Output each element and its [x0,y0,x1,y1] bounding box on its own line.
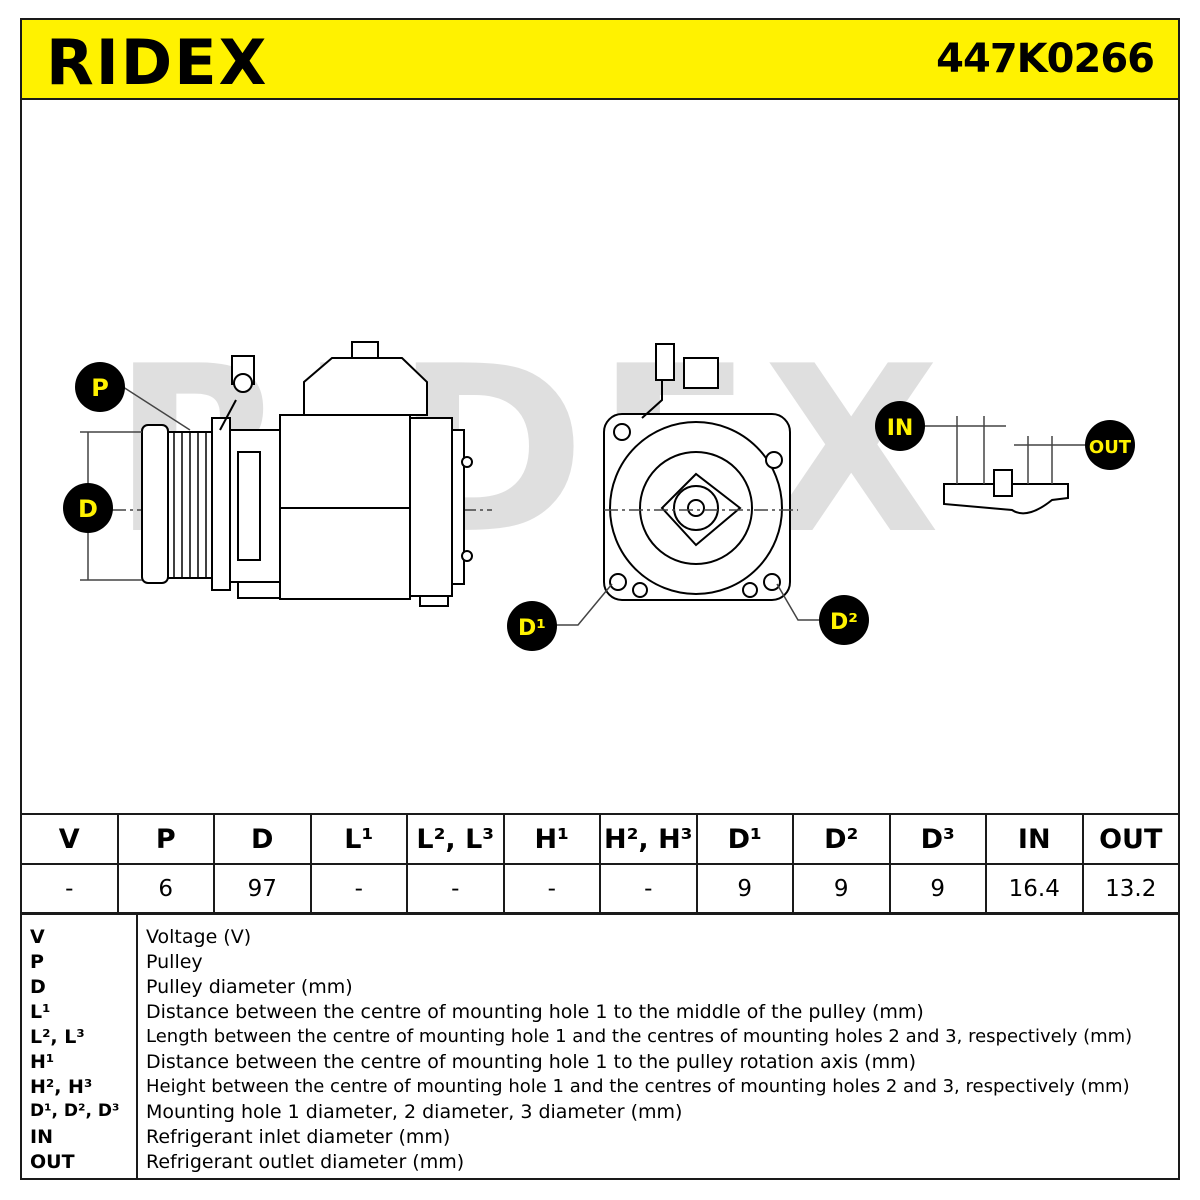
ridex-logo: RIDEX [46,26,268,96]
callout-mount-hole-2: D² [819,595,869,645]
spec-header: D [213,813,312,865]
svg-text:P: P [91,374,109,402]
spec-header: L¹ [309,813,408,865]
legend-code: H², H³ [30,1076,93,1098]
spec-value: - [20,863,119,915]
spec-value: 97 [213,863,312,915]
legend-desc: Refrigerant outlet diameter (mm) [146,1151,465,1173]
legend-code: P [30,951,44,973]
legend-desc: Mounting hole 1 diameter, 2 diameter, 3 … [146,1101,683,1123]
d-leader-lines [552,583,822,626]
legend-row: OUT Refrigerant outlet diameter (mm) [22,1151,1178,1176]
spec-value: 9 [792,863,891,915]
legend-row: H¹ Distance between the centre of mounti… [22,1051,1178,1076]
callout-pulley: P [75,362,125,412]
spec-header-row: V P D L¹ L², L³ H¹ H², H³ D¹ D² D³ IN OU… [20,813,1180,865]
legend-row: P Pulley [22,951,1178,976]
callout-outlet: OUT [1085,420,1135,470]
spec-value: 16.4 [985,863,1084,915]
spec-header: P [116,813,215,865]
spec-header: OUT [1081,813,1180,865]
svg-text:IN: IN [887,416,914,441]
legend-divider [136,914,138,1178]
legend-code: H¹ [30,1051,55,1073]
svg-text:OUT: OUT [1089,437,1132,458]
dimension-d-line [80,384,191,581]
spec-value: 13.2 [1081,863,1180,915]
legend-desc: Length between the centre of mounting ho… [146,1026,1133,1047]
compressor-rear-view [603,343,798,601]
spec-value: 9 [695,863,794,915]
legend-row: IN Refrigerant inlet diameter (mm) [22,1126,1178,1151]
legend-code: L², L³ [30,1026,85,1048]
callout-mount-hole-1: D¹ [507,601,557,651]
legend-code: OUT [30,1151,75,1173]
legend-desc: Distance between the centre of mounting … [146,1001,924,1023]
compressor-side-view [112,341,492,607]
legend: V Voltage (V) P Pulley D Pulley diameter… [20,912,1180,1180]
legend-desc: Pulley diameter (mm) [146,976,353,998]
spec-header: D¹ [695,813,794,865]
spec-header: V [20,813,119,865]
callout-diameter: D [63,483,113,533]
spec-header: H¹ [502,813,601,865]
legend-desc: Distance between the centre of mounting … [146,1051,916,1073]
logo-text: RIDEX [46,26,268,96]
legend-row: D Pulley diameter (mm) [22,976,1178,1001]
callout-inlet: IN [875,401,925,451]
svg-text:D¹: D¹ [518,616,546,641]
port-section-view [922,416,1088,515]
spec-header: H², H³ [599,813,698,865]
legend-code: IN [30,1126,53,1148]
spec-header: D² [792,813,891,865]
legend-desc: Refrigerant inlet diameter (mm) [146,1126,451,1148]
part-number: 447K0266 [936,36,1155,82]
spec-value: 6 [116,863,215,915]
legend-row: H², H³ Height between the centre of moun… [22,1076,1178,1101]
spec-value: - [309,863,408,915]
spec-value: - [406,863,505,915]
spec-header: IN [985,813,1084,865]
technical-drawing: RIDEX [63,318,1135,651]
spec-value: 9 [888,863,987,915]
legend-desc: Height between the centre of mounting ho… [146,1076,1130,1097]
legend-desc: Voltage (V) [146,926,252,948]
spec-header: D³ [888,813,987,865]
legend-row: L², L³ Length between the centre of moun… [22,1026,1178,1051]
legend-code: D [30,976,46,998]
legend-row: V Voltage (V) [22,926,1178,951]
spec-value-row: - 6 97 - - - - 9 9 9 16.4 13.2 [20,863,1180,915]
legend-code: D¹, D², D³ [30,1101,120,1121]
header-bar: RIDEX 447K0266 [20,18,1180,100]
spec-value: - [599,863,698,915]
spec-table: V P D L¹ L², L³ H¹ H², H³ D¹ D² D³ IN OU… [20,813,1180,915]
legend-desc: Pulley [146,951,203,973]
svg-text:D: D [78,495,98,523]
legend-code: V [30,926,45,948]
legend-row: D¹, D², D³ Mounting hole 1 diameter, 2 d… [22,1101,1178,1126]
spec-header: L², L³ [406,813,505,865]
svg-text:D²: D² [830,610,858,635]
legend-code: L¹ [30,1001,51,1023]
spec-value: - [502,863,601,915]
legend-row: L¹ Distance between the centre of mounti… [22,1001,1178,1026]
